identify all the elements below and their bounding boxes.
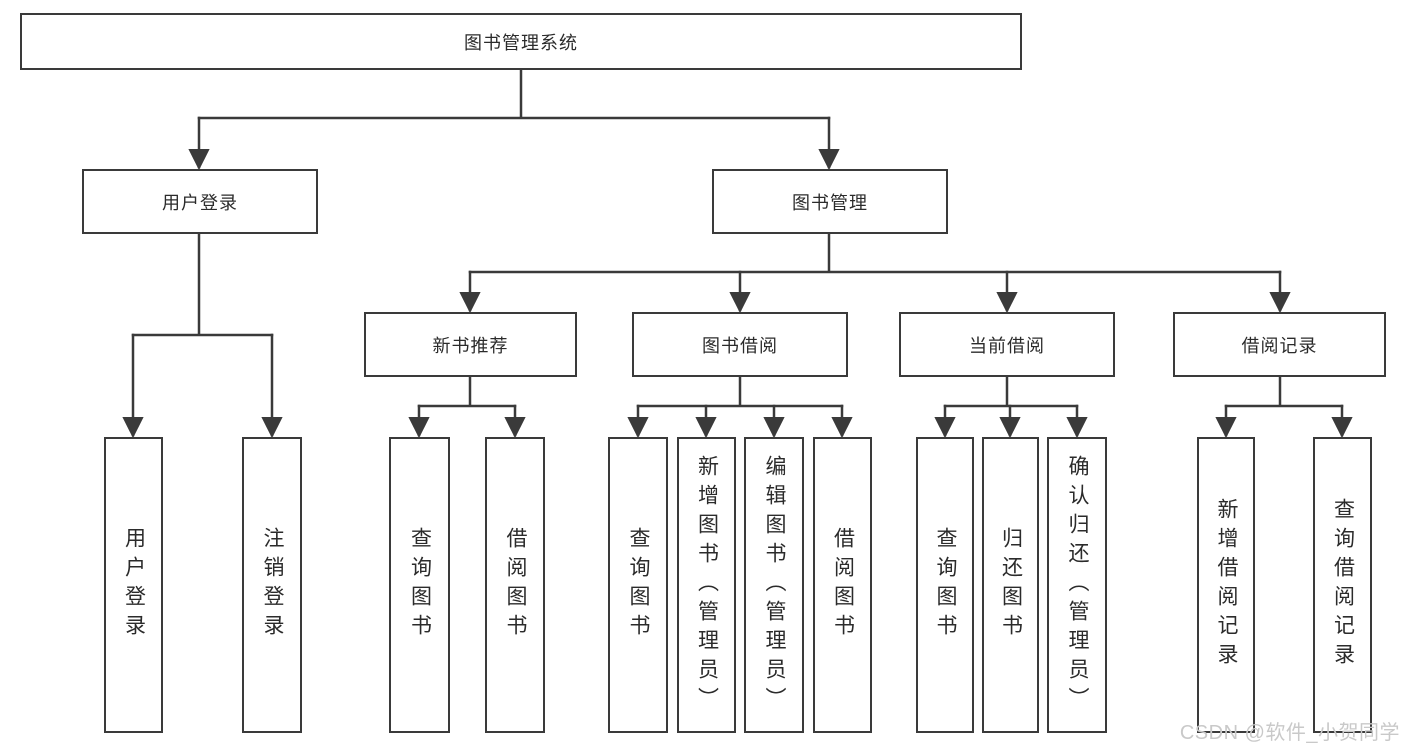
leaf-label: 借阅图书: [504, 527, 527, 643]
connector-new-book-recommend-trunk: [417, 375, 517, 408]
leaf-borrow-books-recommend: 借阅图书: [485, 437, 545, 733]
leaf-user-login: 用户登录: [104, 437, 163, 733]
node-label: 当前借阅: [969, 335, 1045, 356]
node-label: 图书管理: [792, 192, 868, 213]
node-borrowing-records: 借阅记录: [1173, 312, 1386, 377]
connector-current-borrowing-trunk: [943, 375, 1079, 408]
leaf-label: 确认归还（管理员）: [1066, 454, 1089, 716]
leaf-query-books-current: 查询图书: [916, 437, 974, 733]
leaf-query-books-borrowing: 查询图书: [608, 437, 668, 733]
node-user-login: 用户登录: [82, 169, 318, 234]
leaf-label: 查询图书: [934, 527, 957, 643]
node-current-borrowing: 当前借阅: [899, 312, 1115, 377]
leaf-label: 新增图书（管理员）: [695, 454, 719, 716]
leaf-label: 注销登录: [261, 527, 284, 643]
connector-book-borrowing-trunk: [636, 375, 844, 408]
node-label: 图书借阅: [702, 335, 778, 356]
node-label: 图书管理系统: [464, 32, 578, 53]
leaf-label: 归还图书: [999, 527, 1023, 643]
node-book-management: 图书管理: [712, 169, 948, 234]
node-label: 新书推荐: [432, 335, 509, 356]
leaf-label: 查询图书: [408, 527, 432, 643]
leaf-return-books: 归还图书: [982, 437, 1039, 733]
connector-user-login-trunk: [131, 232, 274, 337]
leaf-query-books-recommend: 查询图书: [389, 437, 450, 733]
leaf-add-borrow-record: 新增借阅记录: [1197, 437, 1255, 733]
connector-book-management-trunk: [468, 232, 1282, 274]
leaf-query-borrow-record: 查询借阅记录: [1313, 437, 1372, 733]
leaf-label: 编辑图书（管理员）: [763, 454, 786, 716]
node-label: 用户登录: [162, 192, 238, 213]
leaf-borrow-books-borrowing: 借阅图书: [813, 437, 872, 733]
leaf-label: 查询借阅记录: [1331, 498, 1355, 672]
node-book-borrowing: 图书借阅: [632, 312, 848, 377]
node-label: 借阅记录: [1241, 335, 1318, 356]
leaf-label: 借阅图书: [831, 527, 855, 643]
leaf-label: 新增借阅记录: [1215, 498, 1238, 672]
leaf-confirm-return-admin: 确认归还（管理员）: [1047, 437, 1107, 733]
node-new-book-recommend: 新书推荐: [364, 312, 577, 377]
leaf-label: 用户登录: [122, 527, 146, 643]
csdn-watermark: CSDN @软件_小贺同学: [1179, 722, 1400, 744]
connector-borrowing-records-trunk: [1224, 375, 1344, 408]
leaf-add-books-admin: 新增图书（管理员）: [677, 437, 736, 733]
leaf-label: 查询图书: [627, 527, 650, 643]
connector-root-trunk: [197, 68, 831, 120]
leaf-logout: 注销登录: [242, 437, 302, 733]
leaf-edit-books-admin: 编辑图书（管理员）: [744, 437, 804, 733]
node-library-management-system: 图书管理系统: [20, 13, 1022, 70]
